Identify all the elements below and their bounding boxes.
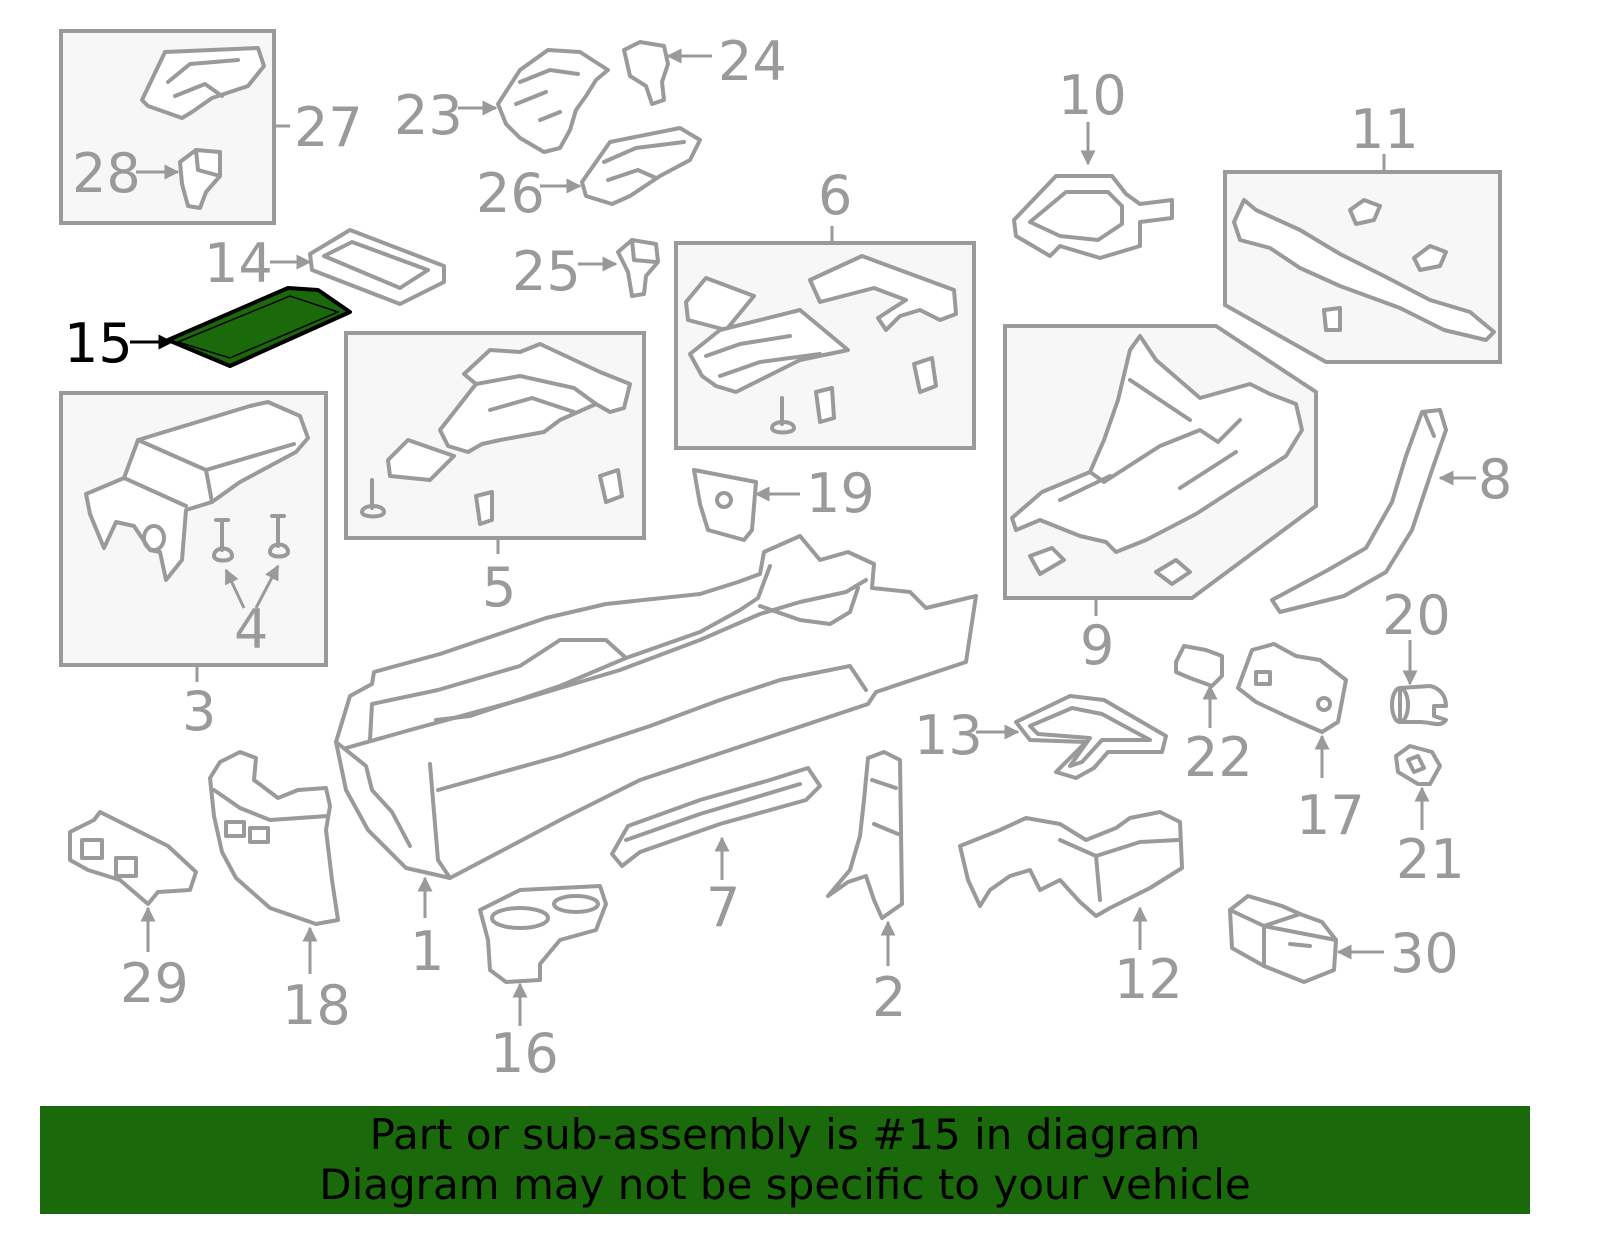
callout-2: 2 — [872, 966, 906, 1029]
callout-18: 18 — [282, 974, 351, 1037]
callout-29: 29 — [120, 952, 189, 1015]
callout-7: 7 — [706, 876, 740, 939]
callout-24: 24 — [718, 30, 787, 93]
part-7-trim-bar — [610, 766, 822, 868]
part-29-switch-assy — [68, 810, 198, 906]
part-25-switch — [616, 238, 660, 298]
callout-20: 20 — [1382, 584, 1451, 647]
part-28-switch — [178, 148, 222, 210]
leader-lines — [130, 48, 1476, 1026]
part-24-switch — [622, 40, 670, 106]
part-16-cup-holder — [478, 884, 608, 984]
part-11-bracket — [1232, 198, 1496, 342]
callout-28: 28 — [72, 142, 141, 205]
callout-14: 14 — [204, 232, 273, 295]
part-17-bracket — [1236, 642, 1348, 734]
part-20-cap — [1390, 684, 1448, 727]
part-8-trim-strip — [1270, 408, 1448, 614]
callout-16: 16 — [490, 1022, 559, 1085]
part-4-screws — [212, 514, 290, 563]
part-5-bracket — [360, 342, 632, 526]
banner-line-part: Part or sub-assembly is #15 in diagram — [369, 1110, 1201, 1159]
callout-27: 27 — [294, 96, 363, 159]
callout-30: 30 — [1390, 922, 1459, 985]
part-30-module — [1228, 894, 1338, 984]
callout-1: 1 — [410, 920, 444, 983]
callout-21: 21 — [1396, 828, 1465, 891]
callout-26: 26 — [476, 162, 545, 225]
callout-23: 23 — [394, 84, 463, 147]
callout-17: 17 — [1296, 784, 1365, 847]
callout-6: 6 — [818, 164, 852, 227]
part-23-bezel — [496, 48, 610, 154]
banner-line-disclaimer: Diagram may not be specific to your vehi… — [319, 1160, 1251, 1209]
part-10-tray — [1012, 174, 1174, 260]
part-1-console — [334, 534, 978, 880]
part-2-bracket — [826, 750, 904, 920]
part-12-duct — [958, 810, 1184, 918]
callout-11: 11 — [1350, 98, 1419, 161]
callout-labels: 1 2 3 4 5 6 7 8 9 10 11 12 13 14 15 16 1… — [64, 30, 1512, 1085]
callout-8: 8 — [1478, 448, 1512, 511]
part-26-switch-panel — [580, 126, 702, 206]
callout-4: 4 — [234, 598, 268, 661]
callout-9: 9 — [1080, 614, 1114, 677]
callout-12: 12 — [1114, 948, 1183, 1011]
part-13-mat — [1014, 694, 1168, 780]
part-15-mat-highlighted — [166, 286, 352, 368]
callout-25: 25 — [512, 240, 581, 303]
callout-19: 19 — [806, 462, 875, 525]
callout-5: 5 — [482, 556, 516, 619]
part-21-socket — [1394, 744, 1442, 786]
callout-13: 13 — [914, 704, 983, 767]
part-19-plate — [692, 468, 758, 542]
part-6-panels — [684, 254, 958, 435]
callout-10: 10 — [1058, 64, 1127, 127]
callout-15: 15 — [64, 312, 133, 375]
part-18-side-panel — [208, 750, 340, 926]
part-22-clip — [1174, 644, 1224, 688]
part-27-switch-panel — [140, 46, 266, 120]
callout-22: 22 — [1184, 726, 1253, 789]
part-9-center-panel — [1010, 334, 1304, 586]
part-14-tray — [308, 228, 446, 306]
callout-3: 3 — [182, 680, 216, 743]
info-banner: Part or sub-assembly is #15 in diagram D… — [40, 1106, 1530, 1214]
part-3-armrest — [84, 400, 310, 582]
